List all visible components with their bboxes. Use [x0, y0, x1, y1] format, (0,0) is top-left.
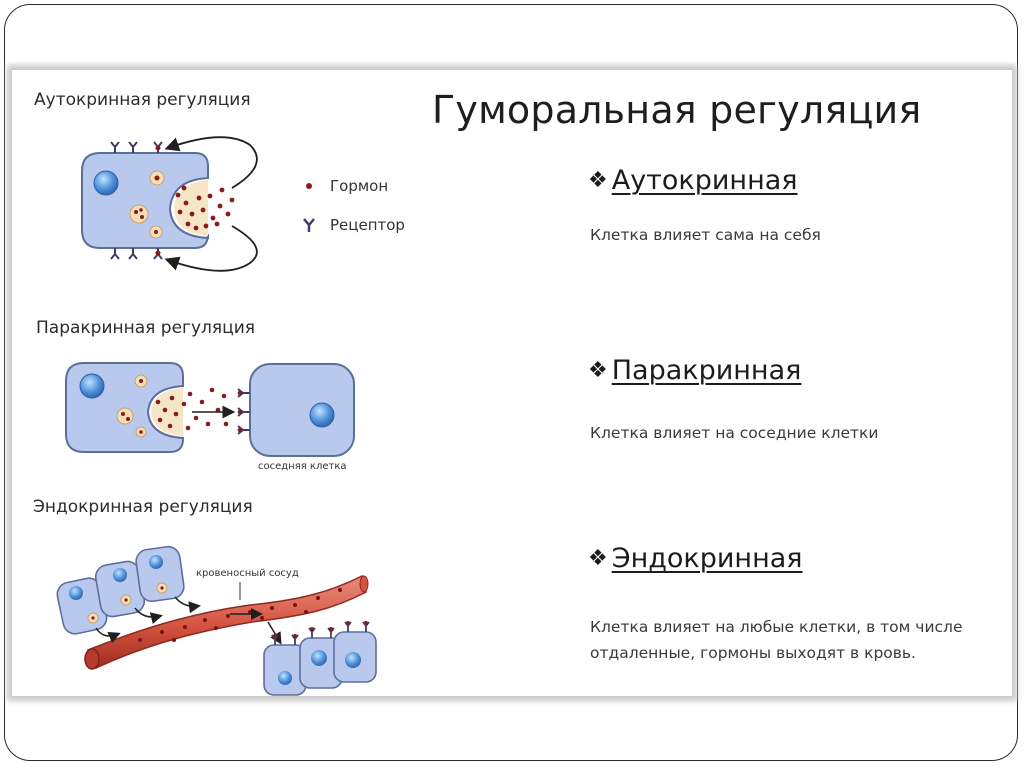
diamond-bullet-icon: ❖	[588, 168, 608, 193]
hormone-legend-dot	[306, 183, 312, 189]
endocrine-description: Клетка влияет на любые клетки, в том чис…	[590, 614, 962, 666]
neighbor-cell-label: соседняя клетка	[258, 461, 347, 472]
page-title: Гуморальная регуляция	[432, 88, 922, 132]
endocrine-type: ❖Эндокринная	[588, 543, 803, 574]
receptor-legend-symbol	[303, 218, 315, 232]
autocrine-type-label: Аутокринная	[611, 165, 798, 196]
diamond-bullet-icon: ❖	[588, 358, 608, 383]
autocrine-type: ❖Аутокринная	[588, 165, 798, 196]
paracrine-hormones	[155, 387, 229, 431]
paracrine-description: Клетка влияет на соседние клетки	[590, 424, 879, 442]
autocrine-hormones	[175, 185, 235, 231]
autocrine-arrow-top	[164, 136, 258, 189]
endocrine-target-cells	[263, 621, 377, 696]
autocrine-cell	[81, 152, 209, 249]
endocrine-arrows	[95, 596, 282, 645]
hormone-legend-label: Гормон	[330, 177, 389, 195]
paracrine-type: ❖Паракринная	[588, 355, 801, 386]
autocrine-description: Клетка влияет сама на себя	[590, 226, 821, 244]
paracrine-heading: Паракринная регуляция	[36, 318, 255, 338]
endocrine-type-label: Эндокринная	[611, 543, 803, 574]
autocrine-arrow-bottom	[164, 225, 258, 272]
autocrine-heading: Аутокринная регуляция	[34, 90, 251, 110]
neighbor-cell	[237, 363, 355, 457]
paracrine-secreting-cell	[65, 362, 184, 453]
vesicle-group	[129, 170, 165, 239]
endocrine-description-line2: отдаленные, гормоны выходят в кровь.	[590, 644, 916, 662]
blood-vessel	[84, 574, 369, 670]
nucleus	[93, 170, 119, 196]
endocrine-description-line1: Клетка влияет на любые клетки, в том чис…	[590, 618, 963, 636]
endocrine-heading: Эндокринная регуляция	[33, 497, 253, 517]
diamond-bullet-icon: ❖	[588, 546, 608, 571]
endocrine-secreting-cells	[56, 545, 185, 635]
paracrine-type-label: Паракринная	[611, 355, 802, 386]
vessel-label: кровеносный сосуд	[196, 568, 299, 579]
receptor-legend-label: Рецептор	[330, 216, 405, 234]
